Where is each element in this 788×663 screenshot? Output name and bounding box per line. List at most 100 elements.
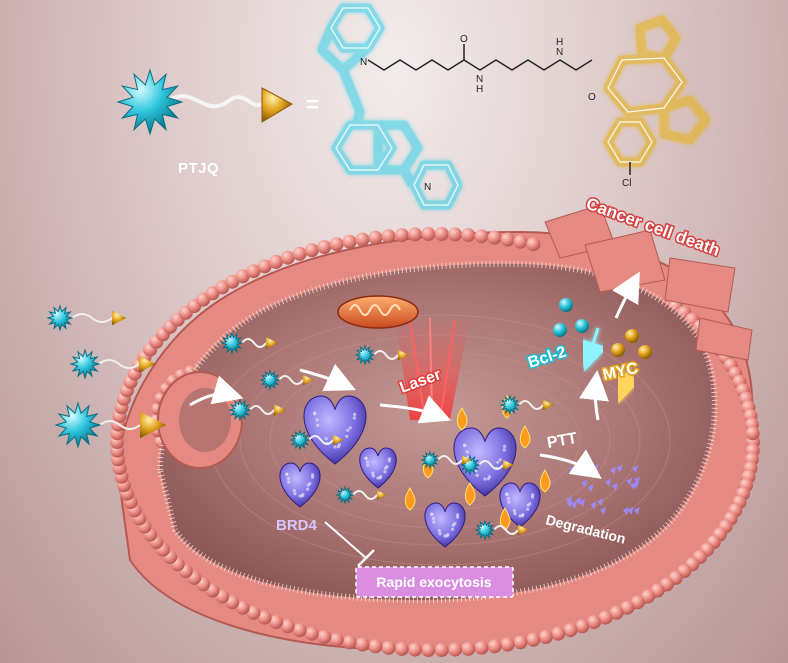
debris-fragment — [590, 501, 597, 510]
debris-fragment — [630, 481, 637, 490]
protein-texture — [474, 469, 478, 473]
brd4-protein — [499, 482, 541, 528]
cyanine-dye — [317, 3, 463, 210]
protein-texture — [430, 512, 434, 516]
protein-texture — [387, 457, 392, 461]
protein-texture — [526, 507, 530, 511]
ptjq-linker — [249, 405, 275, 415]
membrane-bead — [246, 264, 261, 279]
protein-texture — [383, 470, 387, 474]
membrane-bead — [609, 605, 624, 620]
jq1-ligand — [603, 15, 711, 167]
protein-texture — [507, 500, 511, 504]
protein-texture — [526, 503, 530, 507]
protein-texture — [306, 487, 310, 491]
fragment-2 — [584, 229, 666, 293]
myc-ball — [638, 345, 652, 359]
ptjq-linker — [518, 400, 544, 410]
protein-texture — [371, 474, 375, 478]
atom-cl: Cl — [622, 178, 631, 189]
membrane-bead — [342, 234, 357, 249]
protein-texture — [293, 492, 297, 496]
atom-h-amide-2: H — [556, 37, 563, 48]
membrane-bead — [630, 595, 645, 610]
protein-texture — [475, 473, 479, 477]
protein-texture — [371, 471, 375, 475]
bcl2-molecules — [553, 298, 589, 337]
atom-o-2: O — [588, 92, 596, 103]
membrane-bead — [500, 232, 515, 247]
ptjq-triangle — [140, 411, 167, 439]
membrane-bead — [563, 623, 578, 638]
protein-texture — [512, 509, 516, 513]
membrane-bead — [246, 605, 261, 620]
ptjq-star — [69, 348, 101, 380]
ptjq-particles — [46, 304, 554, 541]
protein-texture — [451, 527, 455, 531]
protein-texture — [503, 444, 507, 448]
ptjq-triangle — [518, 524, 529, 536]
flame — [404, 487, 416, 511]
ptjq-linker — [308, 435, 334, 445]
protein-texture — [496, 460, 500, 464]
protein-texture — [313, 411, 317, 415]
membrane-bead — [598, 610, 613, 625]
debris-fragment — [633, 506, 640, 515]
downregulation-arrows — [579, 327, 642, 404]
protein-texture — [336, 445, 340, 449]
debris-fragment — [579, 498, 586, 507]
membrane-bead — [368, 639, 383, 654]
protein-texture — [306, 483, 310, 487]
membrane-bead — [745, 426, 760, 441]
membrane-bead — [355, 232, 370, 247]
protein-texture — [311, 473, 315, 477]
ptjq-star — [54, 401, 102, 449]
membrane-bead — [355, 637, 370, 652]
membrane-bead — [526, 632, 541, 647]
debris-fragment — [632, 465, 639, 474]
protein-texture — [292, 489, 296, 493]
ptjq-triangle — [543, 399, 554, 411]
ptjq-star — [354, 344, 376, 366]
brd4-protein — [424, 502, 466, 548]
ptjq-triangle — [112, 310, 127, 326]
membrane-bead — [394, 228, 409, 243]
membrane-bead — [408, 642, 422, 657]
protein-texture — [520, 514, 524, 518]
protein-texture — [445, 534, 449, 538]
membrane-bead — [304, 626, 319, 641]
protein-texture — [438, 532, 442, 536]
debris-fragment — [597, 498, 604, 507]
rapid-exocytosis-box: Rapid exocytosis — [355, 566, 514, 598]
atom-n-quinoline: N — [424, 182, 431, 193]
membrane-bead — [381, 640, 396, 655]
debris-fragment — [605, 478, 612, 487]
protein-texture — [378, 476, 382, 480]
debris-fragment — [611, 482, 618, 491]
membrane-bead — [329, 632, 344, 647]
protein-texture — [286, 476, 290, 480]
jq1-lines — [607, 57, 683, 163]
debris-fragment — [571, 500, 578, 509]
ptjq-legend-triangle — [261, 87, 294, 123]
bcl2-ball — [553, 323, 567, 337]
debris-fragment — [622, 506, 629, 515]
ptjq-legend-star — [116, 68, 184, 136]
arrow-binding — [299, 363, 356, 391]
membrane-bead — [269, 615, 283, 630]
debris-fragment — [627, 506, 634, 515]
protein-texture — [451, 523, 455, 527]
protein-texture — [486, 477, 490, 481]
protein-texture — [506, 496, 510, 500]
debris-fragment — [626, 477, 633, 486]
cytoplasm — [160, 263, 715, 600]
protein-texture — [465, 450, 469, 454]
membrane-bead — [292, 623, 307, 638]
membrane-bead — [280, 250, 295, 265]
ptjq-linker — [241, 338, 267, 348]
membrane-bead — [500, 637, 515, 652]
membrane-beads — [110, 227, 760, 657]
ptjq-triangle — [266, 337, 278, 349]
membrane-bead — [513, 234, 528, 249]
